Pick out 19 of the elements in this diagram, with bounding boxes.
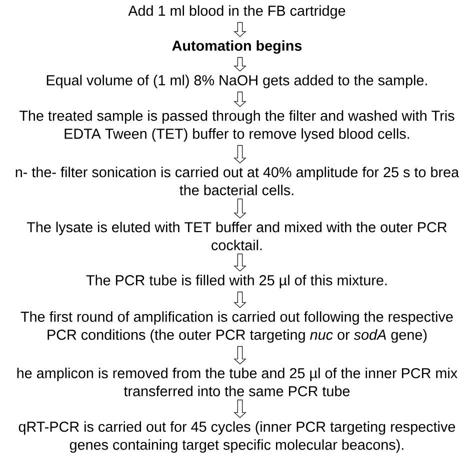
hollow-arrow — [234, 254, 246, 272]
hollow-arrow — [234, 292, 246, 308]
hollow-arrow — [234, 22, 246, 37]
step-text: Equal volume of (1 ml) 8% NaOH gets added to the sample. — [46, 74, 427, 88]
step-text: The PCR tube is filled with 25 µl of this mixture. — [86, 274, 387, 288]
step-text: The first round of amplification is carried out following the respective PCR conditions (the outer PCR targeting nuc or sodA gene) — [20, 311, 453, 343]
hollow-arrow — [234, 346, 246, 364]
hollow-arrow — [234, 400, 246, 418]
step-text: qRT-PCR is carried out for 45 cycles (inner PCR targeting respective genes containing target specific molecular beacons). — [18, 421, 456, 453]
hollow-arrow — [234, 198, 246, 218]
step-text: Automation begins — [172, 40, 302, 54]
step-text: The treated sample is passed through the filter and washed with Tris EDTA Tween (TET) buffer to remove lysed blood cells. — [19, 110, 454, 142]
hollow-arrow — [234, 145, 246, 164]
step-text: n- the- filter sonication is carried out at 40% amplitude for 25 s to brea the bacterial cells. — [16, 166, 460, 196]
hollow-arrow — [234, 57, 246, 72]
step-text: The lysate is eluted with TET buffer and mixed with the outer PCR cocktail. — [26, 222, 447, 250]
step-text: Add 1 ml blood in the FB cartridge — [128, 5, 346, 19]
step-text: he amplicon is removed from the tube and 25 µl of the inner PCR mix transferred into the same PCR tube — [17, 368, 458, 396]
hollow-arrow — [234, 92, 246, 107]
